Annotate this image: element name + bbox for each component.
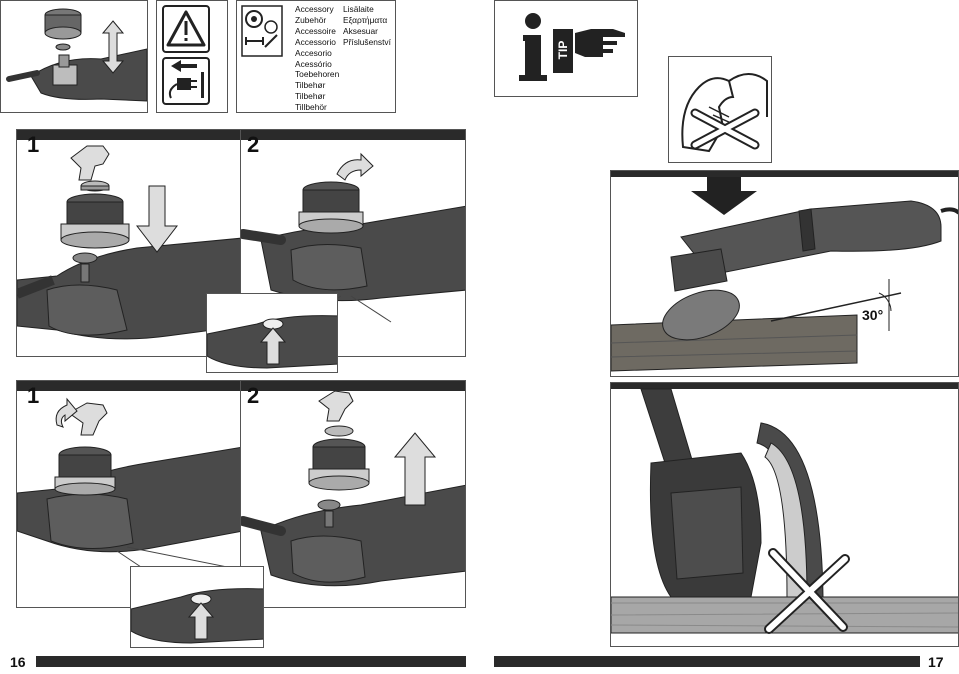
- accessory-word: Příslušenství: [343, 36, 391, 47]
- accessory-translations-col1: Accessory Zubehör Accessoire Accessorio …: [295, 4, 340, 113]
- accessory-word: Tillbehör: [295, 102, 327, 113]
- spindle-lock-illustration: [131, 588, 263, 644]
- step-number: 1: [27, 383, 40, 408]
- accessory-translations-col2: Lisälaite Εξαρτήματα Aksesuar Příslušens…: [343, 4, 391, 48]
- accessory-word: Lisälaite: [343, 4, 374, 14]
- page-number-right: 17: [928, 654, 944, 670]
- spindle-lock-illustration: [207, 315, 337, 369]
- remove-brush-illustration: [17, 145, 241, 340]
- tip-box: TIP: [494, 0, 638, 97]
- step-header-bar: [241, 130, 465, 140]
- accessory-word: Toebehoren: [295, 69, 340, 80]
- accessory-word: Accessorio: [295, 36, 336, 47]
- warning-unplug-box: [156, 0, 228, 113]
- accessory-word: Εξαρτήματα: [343, 14, 388, 25]
- grinding-angle-panel: 30°: [610, 170, 959, 377]
- cutting-illustration: [611, 388, 958, 634]
- info-icon: [519, 13, 547, 81]
- step-header-bar: [17, 130, 241, 140]
- warning-triangle-icon: [162, 5, 210, 53]
- no-strain-box: [668, 56, 772, 163]
- accessory-icon: [241, 5, 283, 57]
- pointing-hand-icon: [575, 29, 625, 57]
- unplug-icon: [162, 57, 210, 105]
- accessory-word: Zubehör: [295, 14, 327, 25]
- brush-rotate-illustration: [241, 152, 465, 323]
- step-number: 1: [27, 132, 40, 157]
- brush-mount-illustration: [241, 390, 465, 587]
- accessory-word: Accesorio: [295, 47, 332, 58]
- accessory-word: Aksesuar: [343, 25, 378, 36]
- step-number: 2: [247, 132, 260, 157]
- grinding-angle-illustration: [611, 177, 958, 372]
- tip-label: TIP: [556, 40, 570, 60]
- panel-header-bar: [611, 171, 958, 177]
- tool-overview-box: [0, 0, 148, 113]
- panel-header-bar: [611, 383, 958, 389]
- accessory-box: Accessory Zubehör Accessoire Accessorio …: [236, 0, 396, 113]
- brush-mounting-overview-illustration: [6, 8, 147, 102]
- cutting-panel: [610, 382, 959, 647]
- angle-label: 30°: [862, 307, 884, 323]
- brush-unscrew-illustration: [17, 397, 241, 572]
- page-number-left: 16: [10, 654, 26, 670]
- spindle-lock-inset-top: [206, 293, 338, 373]
- accessory-word: Tilbehør: [295, 91, 326, 102]
- accessory-word: Accessory: [295, 4, 334, 14]
- accessory-word: Acessório: [295, 58, 332, 69]
- accessory-word: Tilbehør: [295, 80, 326, 91]
- step-panel-bottom-2: 2: [240, 380, 466, 608]
- step-header-bar: [17, 381, 241, 391]
- step-header-bar: [241, 381, 465, 391]
- spindle-lock-inset-bottom: [130, 566, 264, 648]
- step-panel-top-1: 1: [16, 129, 242, 357]
- footer-bar-left: [36, 656, 466, 667]
- tip-badge: [553, 29, 573, 73]
- footer-bar-right: [494, 656, 920, 667]
- accessory-word: Accessoire: [295, 25, 336, 36]
- no-arm-strain-icon: [681, 73, 768, 153]
- step-number: 2: [247, 383, 260, 408]
